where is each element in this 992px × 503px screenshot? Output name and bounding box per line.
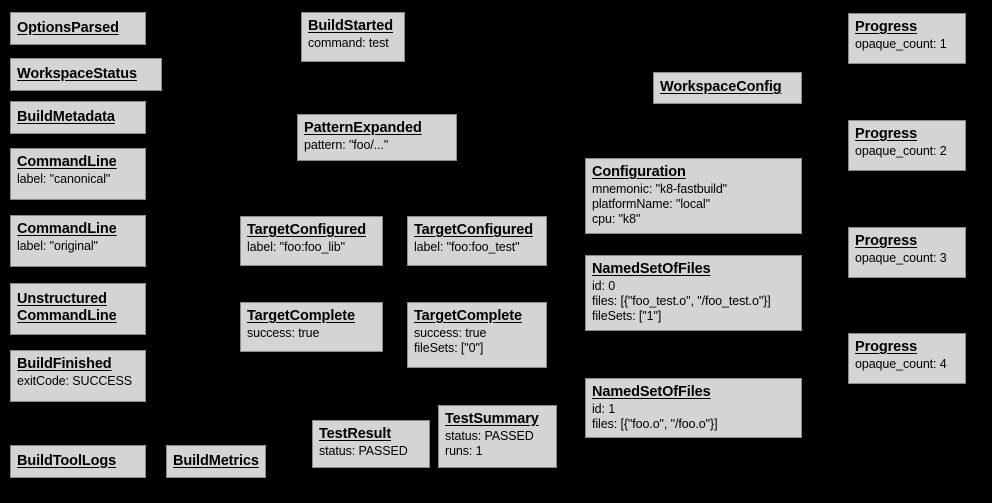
node-title: TargetConfigured	[414, 222, 533, 238]
node-title-row: BuildMetrics	[173, 452, 259, 471]
node-workspace-config[interactable]: WorkspaceConfig	[653, 72, 802, 104]
node-command-line-original[interactable]: CommandLine label: "original"	[10, 215, 146, 267]
node-title-row: TargetConfigured	[247, 221, 376, 240]
node-progress-4[interactable]: Progress opaque_count: 4	[848, 333, 966, 384]
node-title-row: CommandLine	[17, 153, 139, 172]
node-workspace-status[interactable]: WorkspaceStatus	[10, 58, 162, 91]
node-title-row: WorkspaceConfig	[660, 78, 782, 97]
node-title-row: CommandLine	[17, 220, 139, 239]
node-fields: pattern: "foo/..."	[304, 138, 389, 153]
node-title-row: WorkspaceStatus	[17, 65, 137, 84]
node-named-set-of-files-1[interactable]: NamedSetOfFiles id: 1 files: [{"foo.o", "…	[585, 378, 802, 438]
node-title: Unstructured CommandLine	[17, 291, 117, 325]
node-fields: status: PASSED	[319, 444, 408, 459]
node-fields: opaque_count: 3	[855, 251, 947, 266]
node-title-row: Configuration	[592, 163, 795, 182]
node-title: BuildStarted	[308, 18, 394, 34]
node-target-complete-foo-test[interactable]: TargetComplete success: true fileSets: ["…	[407, 302, 547, 368]
node-title-row: TargetComplete	[247, 307, 376, 326]
node-fields: opaque_count: 4	[855, 357, 947, 372]
node-title: TestSummary	[445, 411, 539, 427]
node-build-metadata[interactable]: BuildMetadata	[10, 101, 146, 134]
node-title-row: BuildFinished	[17, 355, 139, 374]
node-fields: label: "canonical"	[17, 172, 111, 187]
node-title: NamedSetOfFiles	[592, 261, 711, 277]
node-title: CommandLine	[17, 221, 117, 237]
node-unstructured-command-line[interactable]: Unstructured CommandLine	[10, 283, 146, 335]
node-title: Progress	[855, 126, 918, 142]
node-fields: id: 0 files: [{"foo_test.o", "/foo_test.…	[592, 279, 771, 323]
node-title-row: PatternExpanded	[304, 119, 450, 138]
node-title: TargetComplete	[247, 308, 355, 324]
node-progress-1[interactable]: Progress opaque_count: 1	[848, 13, 966, 64]
node-configuration[interactable]: Configuration mnemonic: "k8-fastbuild" pl…	[585, 158, 802, 234]
node-title: Progress	[855, 339, 918, 355]
node-pattern-expanded[interactable]: PatternExpanded pattern: "foo/..."	[297, 114, 457, 161]
node-title: WorkspaceConfig	[660, 79, 782, 96]
node-build-finished[interactable]: BuildFinished exitCode: SUCCESS	[10, 350, 146, 402]
node-title: TargetComplete	[414, 308, 522, 324]
node-title: BuildToolLogs	[17, 452, 117, 469]
node-title: BuildMetrics	[173, 452, 259, 469]
node-progress-3[interactable]: Progress opaque_count: 3	[848, 227, 966, 278]
node-title-row: BuildToolLogs	[17, 452, 116, 471]
node-title-row: TestSummary	[445, 410, 550, 429]
node-fields: label: "foo:foo_lib"	[247, 240, 345, 255]
node-fields: opaque_count: 1	[855, 37, 947, 52]
node-test-result[interactable]: TestResult status: PASSED	[312, 420, 430, 468]
node-target-complete-foo-lib[interactable]: TargetComplete success: true	[240, 302, 383, 352]
node-fields: opaque_count: 2	[855, 144, 947, 159]
node-test-summary[interactable]: TestSummary status: PASSED runs: 1	[438, 405, 557, 468]
node-progress-2[interactable]: Progress opaque_count: 2	[848, 120, 966, 171]
node-fields: label: "original"	[17, 239, 98, 254]
node-fields: mnemonic: "k8-fastbuild" platformName: "…	[592, 182, 728, 226]
node-title-row: BuildMetadata	[17, 108, 115, 127]
node-title: Configuration	[592, 164, 686, 180]
node-title-row: Progress	[855, 125, 959, 144]
node-fields: id: 1 files: [{"foo.o", "/foo.o"}]	[592, 402, 718, 431]
node-target-configured-foo-lib[interactable]: TargetConfigured label: "foo:foo_lib"	[240, 216, 383, 266]
node-title-row: Progress	[855, 338, 959, 357]
node-options-parsed[interactable]: OptionsParsed	[10, 12, 146, 45]
node-named-set-of-files-0[interactable]: NamedSetOfFiles id: 0 files: [{"foo_test.…	[585, 255, 802, 331]
node-title: Progress	[855, 19, 918, 35]
node-fields: success: true fileSets: ["0"]	[414, 326, 487, 355]
node-fields: status: PASSED runs: 1	[445, 429, 534, 458]
node-title-row: OptionsParsed	[17, 19, 119, 38]
node-fields: command: test	[308, 36, 389, 51]
node-title: CommandLine	[17, 154, 117, 170]
node-title-row: Unstructured CommandLine	[17, 291, 117, 326]
node-title: BuildMetadata	[17, 108, 115, 125]
node-title: NamedSetOfFiles	[592, 384, 711, 400]
node-title-row: Progress	[855, 232, 959, 251]
node-fields: success: true	[247, 326, 320, 341]
node-title: TestResult	[319, 426, 392, 442]
node-fields: label: "foo:foo_test"	[414, 240, 520, 255]
node-title-row: TestResult	[319, 425, 423, 444]
node-build-metrics[interactable]: BuildMetrics	[166, 445, 266, 478]
node-title-row: NamedSetOfFiles	[592, 260, 795, 279]
node-title-row: BuildStarted	[308, 17, 398, 36]
node-title: OptionsParsed	[17, 19, 119, 36]
node-title-row: Progress	[855, 18, 959, 37]
node-target-configured-foo-test[interactable]: TargetConfigured label: "foo:foo_test"	[407, 216, 547, 266]
node-title: BuildFinished	[17, 356, 112, 372]
node-title: TargetConfigured	[247, 222, 366, 238]
node-build-tool-logs[interactable]: BuildToolLogs	[10, 445, 146, 478]
node-fields: exitCode: SUCCESS	[17, 374, 133, 389]
node-command-line-canonical[interactable]: CommandLine label: "canonical"	[10, 148, 146, 200]
node-title-row: TargetComplete	[414, 307, 540, 326]
node-title: PatternExpanded	[304, 120, 422, 136]
node-title-row: NamedSetOfFiles	[592, 383, 795, 402]
node-title: WorkspaceStatus	[17, 65, 137, 82]
node-title-row: TargetConfigured	[414, 221, 540, 240]
node-title: Progress	[855, 233, 918, 249]
node-build-started[interactable]: BuildStarted command: test	[301, 12, 405, 62]
